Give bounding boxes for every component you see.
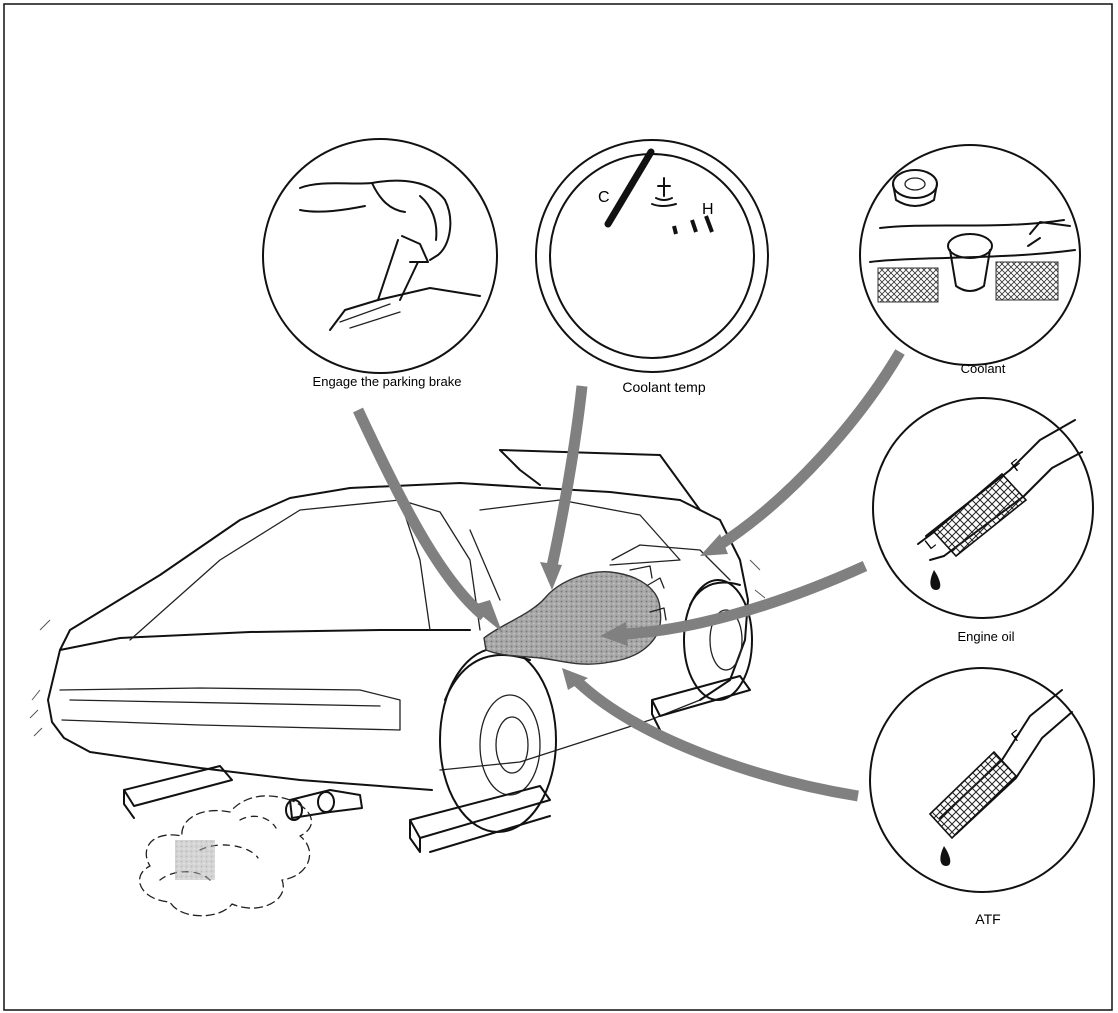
label-parking-brake: Engage the parking brake (313, 374, 462, 389)
gauge-cold-mark: C (598, 189, 610, 206)
label-coolant-temp: Coolant temp (622, 379, 705, 395)
arrow-parking-brake (358, 410, 502, 632)
label-atf: ATF (975, 911, 1000, 927)
engine-oil-callout: F L (873, 398, 1093, 618)
exhaust (286, 790, 362, 820)
label-engine-oil: Engine oil (957, 629, 1014, 644)
parking-brake-callout (263, 139, 497, 373)
coolant-callout (860, 145, 1080, 365)
arrow-coolant (700, 352, 900, 556)
label-coolant: Coolant (961, 361, 1006, 376)
arrow-atf (562, 668, 858, 796)
engine-icon (484, 566, 666, 664)
rear-wheel (440, 648, 556, 832)
atf-callout: F (870, 668, 1094, 892)
coolant-temp-callout: C H (536, 140, 768, 372)
